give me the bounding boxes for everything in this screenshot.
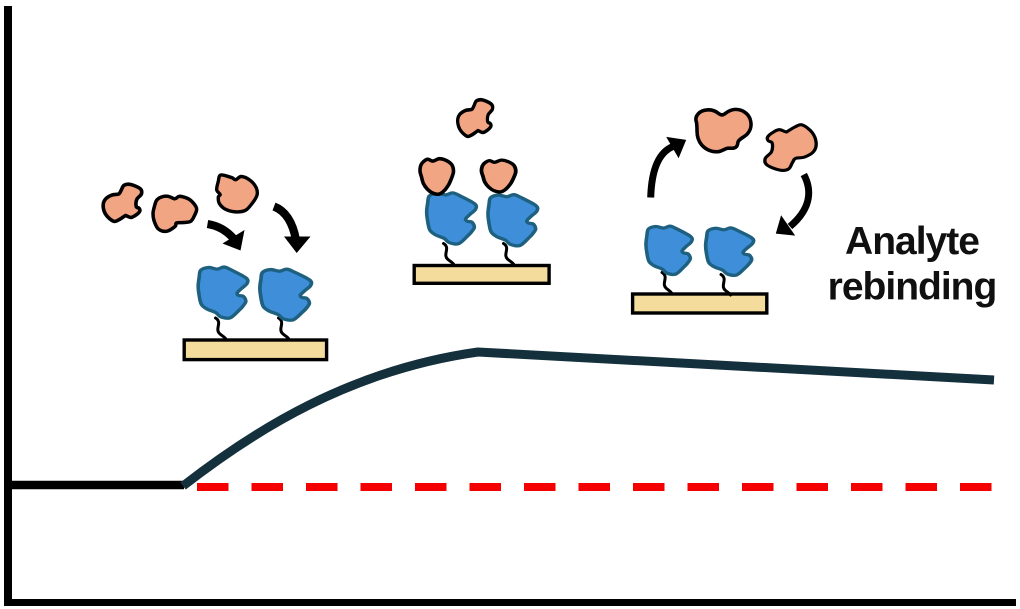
svg-text:Analyte: Analyte — [845, 220, 979, 263]
svg-text:rebinding: rebinding — [828, 265, 997, 308]
